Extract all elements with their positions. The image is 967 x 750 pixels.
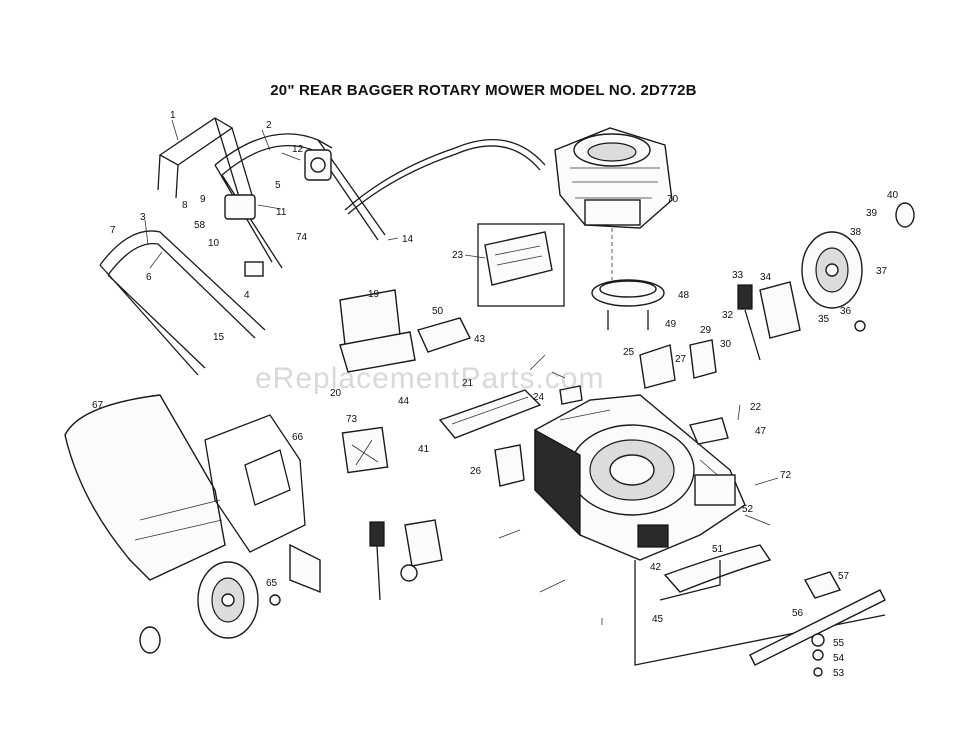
callout-15: 15 <box>213 332 225 343</box>
callout-57: 57 <box>838 571 850 582</box>
callout-19: 19 <box>368 289 380 300</box>
callout-70: 70 <box>667 194 679 205</box>
height-adjuster-left <box>289 519 443 601</box>
callout-65: 65 <box>266 578 278 589</box>
callout-44: 44 <box>398 396 410 407</box>
mower-deck <box>534 394 746 561</box>
callout-54: 54 <box>833 653 845 664</box>
callout-55: 55 <box>833 638 845 649</box>
rear-flap <box>438 389 542 439</box>
callout-42: 42 <box>650 562 662 573</box>
warning-label <box>341 426 389 474</box>
callout-20: 20 <box>330 388 342 399</box>
callout-23: 23 <box>452 250 464 261</box>
callout-47: 47 <box>755 426 767 437</box>
engine-deflector-ring <box>591 279 665 330</box>
lower-handle <box>99 230 266 376</box>
leader-lines <box>144 119 779 625</box>
callout-3: 3 <box>140 212 146 223</box>
callout-52: 52 <box>742 504 754 515</box>
control-bracket <box>339 289 471 373</box>
callout-9: 9 <box>200 194 206 205</box>
rear-wheel-left <box>197 561 259 639</box>
height-adjuster-right <box>737 281 801 361</box>
callout-22: 22 <box>750 402 762 413</box>
callout-51: 51 <box>712 544 724 555</box>
callout-26: 26 <box>470 466 482 477</box>
callout-40: 40 <box>887 190 899 201</box>
callout-14: 14 <box>402 234 414 245</box>
callout-39: 39 <box>866 208 878 219</box>
hubcaps-and-bolts <box>139 202 915 654</box>
callout-34: 34 <box>760 272 772 283</box>
callout-21: 21 <box>462 378 474 389</box>
callout-32: 32 <box>722 310 734 321</box>
callout-12: 12 <box>292 144 304 155</box>
engine <box>554 127 673 280</box>
callout-67: 67 <box>92 400 104 411</box>
throttle-cable <box>344 138 546 215</box>
callout-43: 43 <box>474 334 486 345</box>
grass-bag-frame <box>204 414 306 553</box>
callout-1: 1 <box>170 110 176 121</box>
diagram-title: 20" REAR BAGGER ROTARY MOWER MODEL NO. 2… <box>270 82 697 99</box>
callout-2: 2 <box>266 120 272 131</box>
callout-24: 24 <box>533 392 545 403</box>
callout-56: 56 <box>792 608 804 619</box>
callout-6: 6 <box>146 272 152 283</box>
callout-33: 33 <box>732 270 744 281</box>
callout-36: 36 <box>840 306 852 317</box>
rear-skirt <box>659 544 772 601</box>
callout-numbers: 1 2 3 4 5 6 7 8 9 10 11 12 14 15 19 20 2… <box>92 110 899 679</box>
callout-11: 11 <box>276 207 287 218</box>
callout-4: 4 <box>244 290 250 301</box>
callout-58: 58 <box>194 220 206 231</box>
front-wheel-right <box>801 231 863 309</box>
callout-73: 73 <box>346 414 358 425</box>
callout-25: 25 <box>623 347 635 358</box>
callout-50: 50 <box>432 306 444 317</box>
callout-53: 53 <box>833 668 845 679</box>
callout-8: 8 <box>182 200 188 211</box>
callout-41: 41 <box>418 444 430 455</box>
callout-27: 27 <box>675 354 687 365</box>
callout-29: 29 <box>700 325 712 336</box>
callout-45: 45 <box>652 614 664 625</box>
grass-bag <box>64 394 226 581</box>
callout-49: 49 <box>665 319 677 330</box>
callout-74: 74 <box>296 232 308 243</box>
callout-10: 10 <box>208 238 220 249</box>
callout-72: 72 <box>780 470 792 481</box>
misc-brackets <box>494 339 729 487</box>
callout-7: 7 <box>110 225 116 236</box>
callout-38: 38 <box>850 227 862 238</box>
callout-37: 37 <box>876 266 888 277</box>
handle-knob-brackets <box>224 149 332 277</box>
callout-5: 5 <box>275 180 281 191</box>
callout-66: 66 <box>292 432 304 443</box>
callout-48: 48 <box>678 290 690 301</box>
callout-35: 35 <box>818 314 830 325</box>
blade-assembly <box>634 560 886 677</box>
upper-handle <box>157 117 256 206</box>
rear-baffle <box>477 223 565 307</box>
callout-30: 30 <box>720 339 732 350</box>
